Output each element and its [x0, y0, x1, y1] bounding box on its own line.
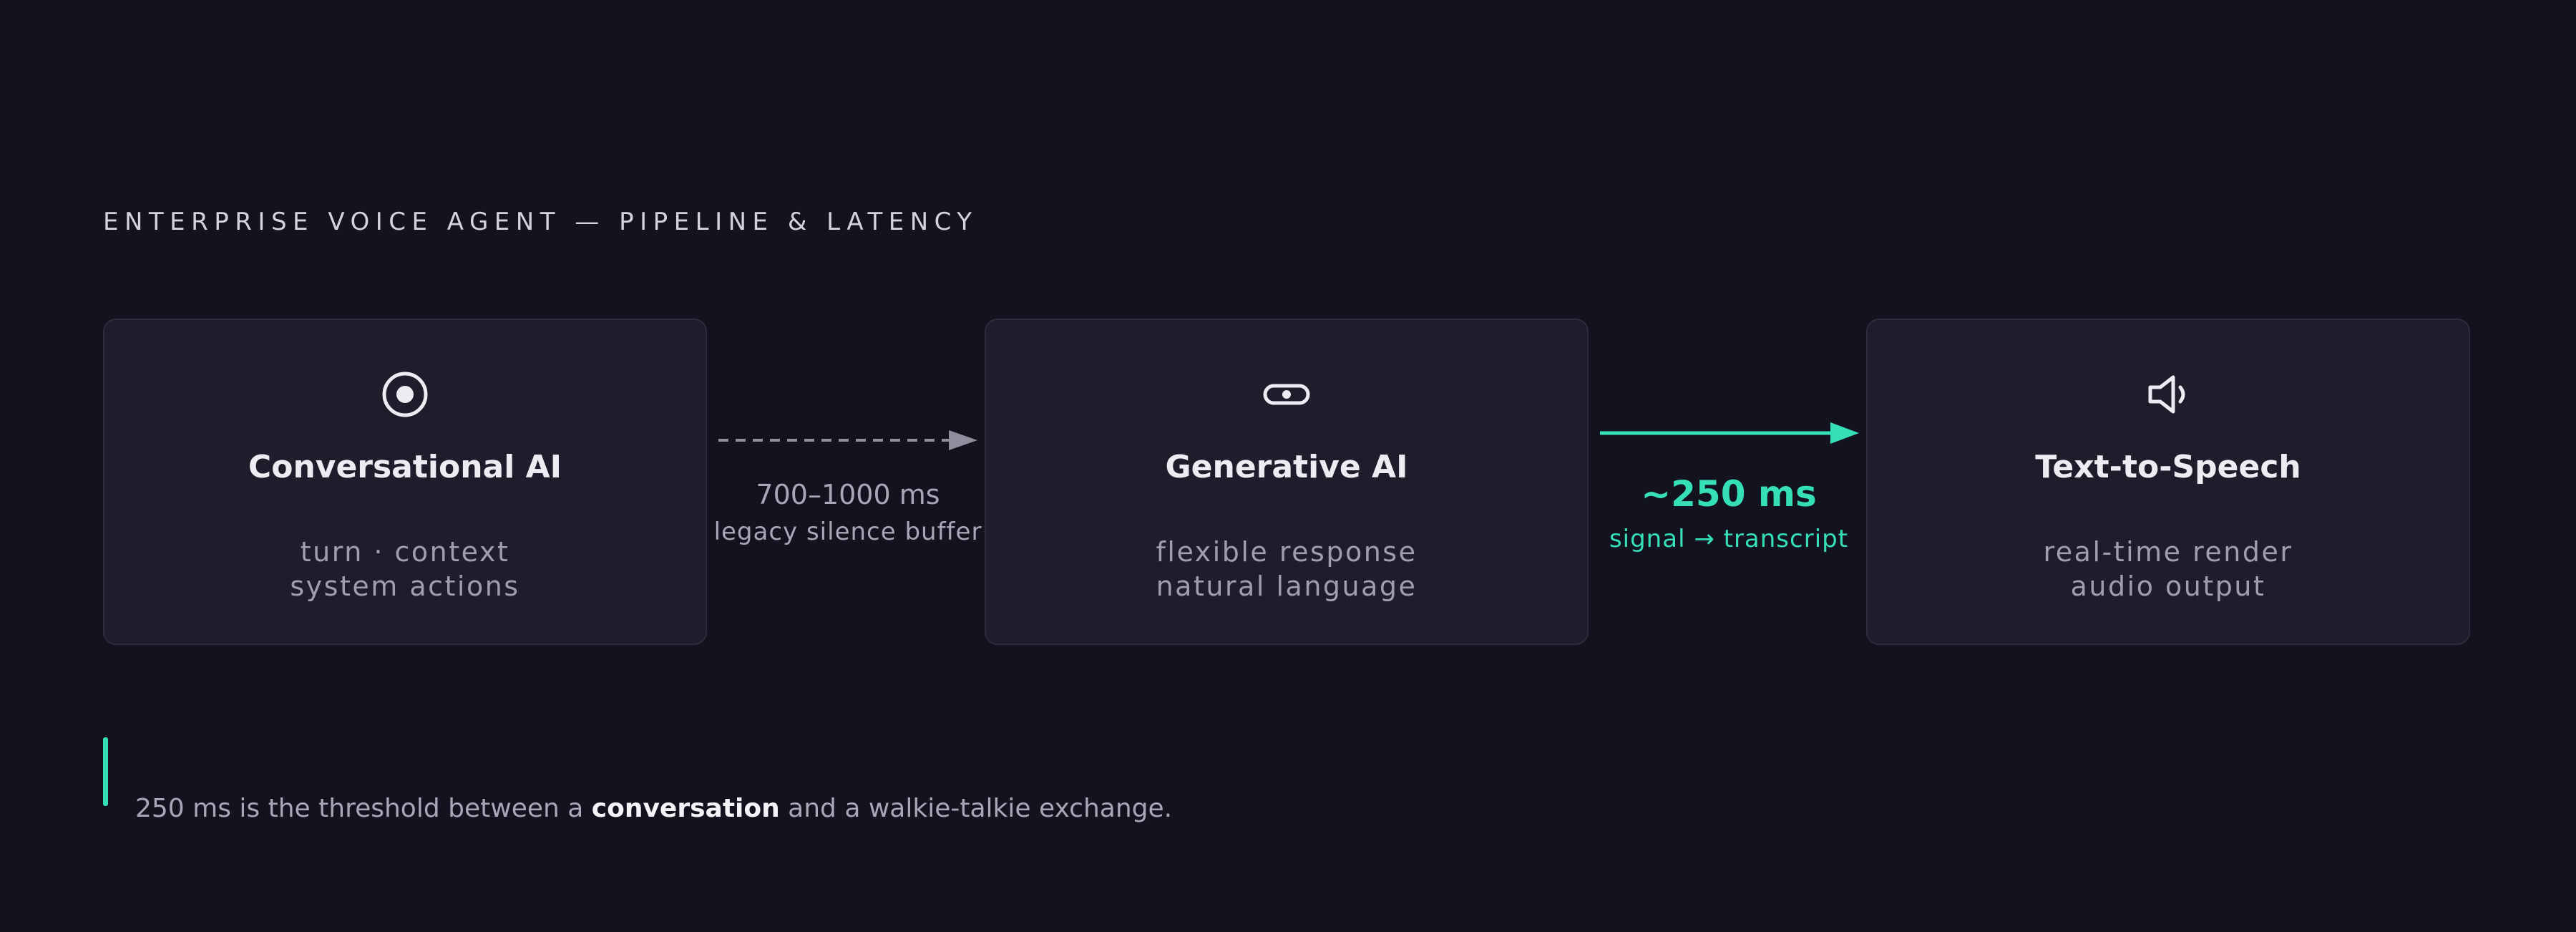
toggle-pill-icon — [986, 373, 1587, 416]
stage-detail-line: system actions — [290, 571, 520, 602]
fast-connector-arrow — [1600, 422, 1859, 444]
note-emphasis: conversation — [591, 794, 780, 823]
fast-latency-value: ~250 ms — [1641, 473, 1817, 515]
speaker-icon — [1868, 373, 2469, 416]
stage-detail-line: real-time render — [2043, 536, 2293, 568]
diagram-title: ENTERPRISE VOICE AGENT — PIPELINE & LATE… — [103, 208, 978, 236]
note-text: 250 ms is the threshold between a — [135, 794, 592, 823]
stage-card-generative-ai: Generative AI flexible response natural … — [985, 319, 1589, 645]
note-text: and a walkie-talkie exchange. — [779, 794, 1173, 823]
stage-title: Text-to-Speech — [2035, 449, 2301, 485]
legacy-connector-arrow — [718, 430, 977, 450]
stage-detail-line: natural language — [1156, 571, 1418, 602]
stage-card-conversational-ai: Conversational AI turn · context system … — [103, 319, 707, 645]
stage-detail-line: flexible response — [1156, 536, 1418, 568]
stage-detail-line: turn · context — [300, 536, 510, 568]
stage-title: Generative AI — [1165, 449, 1408, 485]
fast-latency-caption: signal → transcript — [1609, 525, 1849, 553]
threshold-note: 250 ms is the threshold between a conver… — [135, 790, 1172, 827]
note-accent-bar — [103, 737, 108, 806]
stage-detail-line: audio output — [2070, 571, 2266, 602]
legacy-latency-value: 700–1000 ms — [756, 479, 940, 510]
record-target-icon — [104, 372, 706, 417]
stage-card-text-to-speech: Text-to-Speech real-time render audio ou… — [1866, 319, 2470, 645]
legacy-latency-caption: legacy silence buffer — [713, 518, 982, 546]
stage-title: Conversational AI — [248, 449, 562, 485]
